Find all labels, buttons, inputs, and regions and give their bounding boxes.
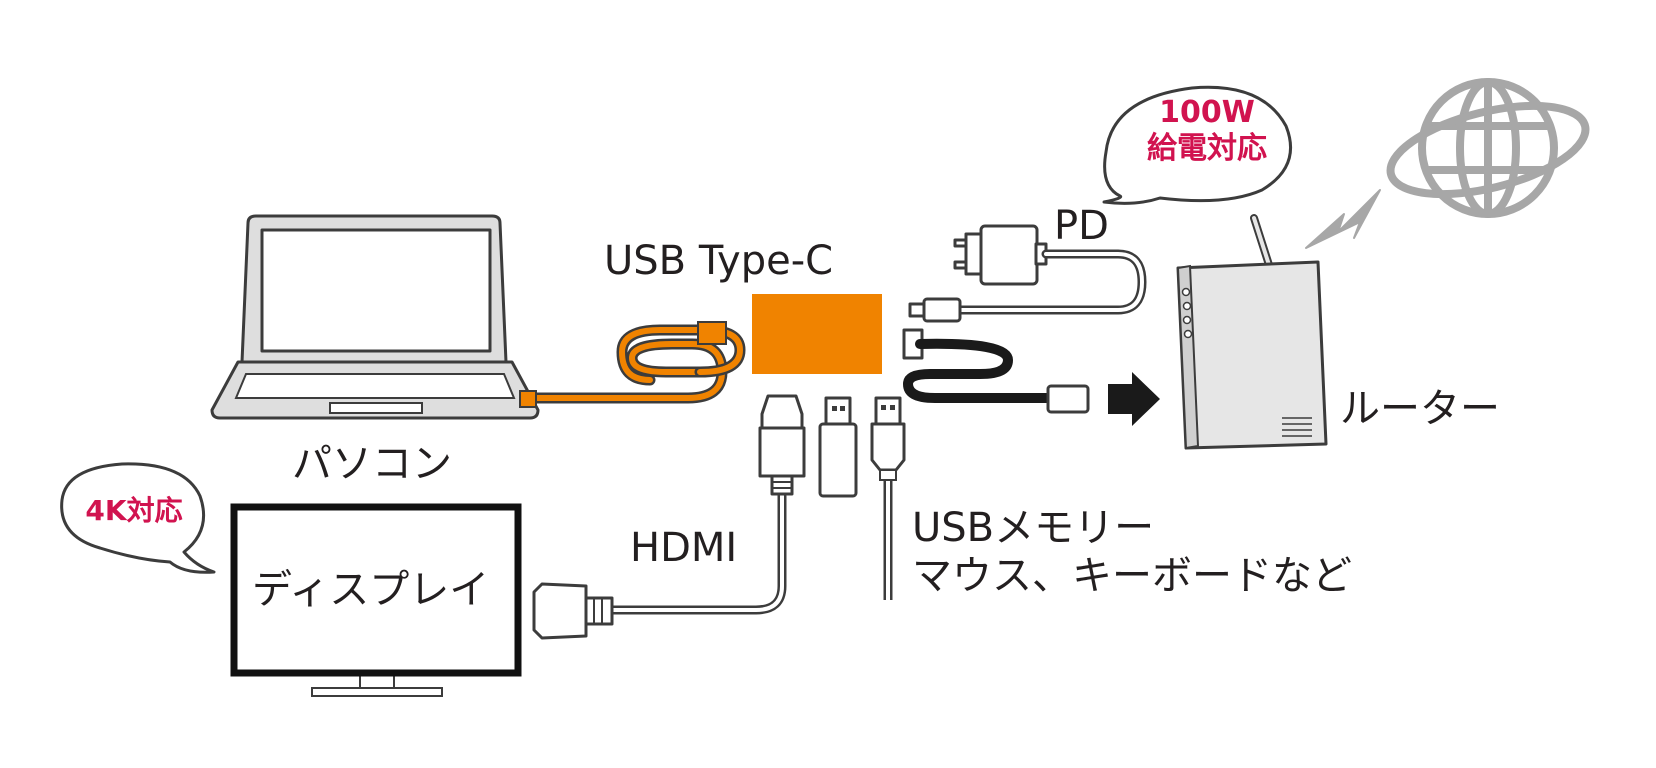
pasokon-label: パソコン bbox=[292, 441, 452, 487]
usb-memory-icon bbox=[818, 396, 858, 498]
laptop-icon bbox=[210, 214, 540, 420]
hdmi-label: HDMI bbox=[630, 525, 738, 571]
peripherals-label: マウス、キーボードなど bbox=[912, 553, 1352, 599]
power-bubble-text-2: 給電対応 bbox=[1147, 131, 1267, 166]
pd-label: PD bbox=[1054, 203, 1109, 249]
pd-charger-icon bbox=[908, 224, 1147, 323]
display-icon bbox=[230, 503, 522, 697]
globe-icon bbox=[1386, 78, 1590, 218]
usb-type-c-label: USB Type-C bbox=[604, 238, 834, 284]
usb-c-cable bbox=[519, 321, 746, 408]
usb-c-hub bbox=[752, 294, 882, 374]
power-bubble bbox=[1102, 85, 1293, 205]
router-icon bbox=[1176, 214, 1328, 450]
display-4k-bubble bbox=[60, 462, 216, 574]
power-bubble-text-1: 100W bbox=[1159, 95, 1255, 130]
wireless-icon bbox=[1305, 189, 1381, 249]
usb-memory-label: USBメモリー bbox=[912, 505, 1155, 551]
router-label: ルーター bbox=[1340, 386, 1500, 432]
display-4k-bubble-text: 4K対応 bbox=[85, 494, 183, 527]
usb-a-cable bbox=[870, 396, 906, 600]
lan-cable bbox=[902, 328, 1160, 426]
display-label: ディスプレイ bbox=[252, 567, 490, 613]
hdmi-cable bbox=[532, 394, 806, 640]
